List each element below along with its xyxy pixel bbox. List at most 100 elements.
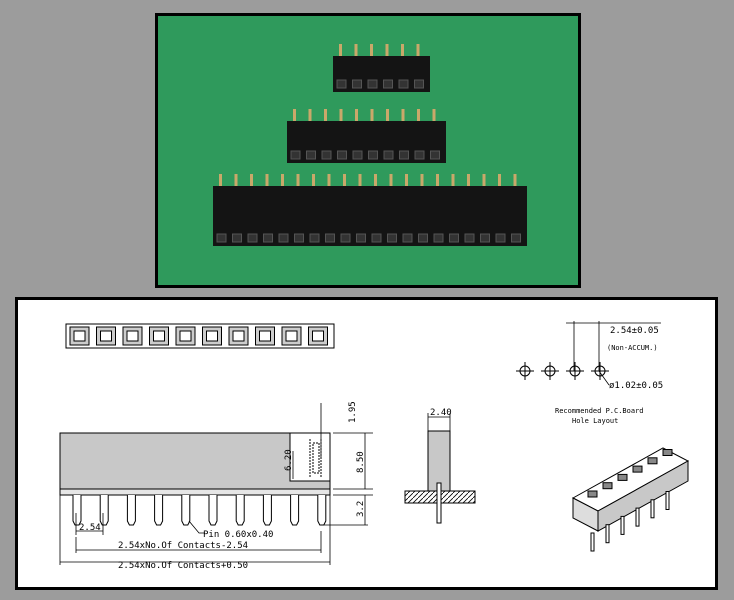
connector-socket <box>263 233 273 243</box>
connector-socket <box>306 150 316 160</box>
connector-pin <box>498 174 501 188</box>
connector-socket <box>433 233 444 243</box>
connector-pin <box>219 174 222 188</box>
connector-socket <box>402 233 413 243</box>
top-view-contact-hole <box>285 330 298 342</box>
connector-pin <box>416 44 420 58</box>
connector-socket <box>511 233 521 243</box>
connector-socket <box>294 233 304 243</box>
connector-socket <box>232 233 242 243</box>
connector-pin <box>389 174 393 188</box>
connector-body <box>333 56 430 92</box>
pcb-caption-1: Recommended P.C.Board <box>555 407 644 415</box>
connector-pin <box>451 174 455 188</box>
connector-socket <box>278 233 289 243</box>
connector-socket <box>430 150 440 160</box>
connector-socket <box>352 79 362 89</box>
connector-pin <box>343 174 346 188</box>
side-view-pin <box>235 495 245 526</box>
connector-socket <box>367 79 378 89</box>
side-view-pins <box>72 495 327 526</box>
connector-socket <box>325 233 335 243</box>
connector-pin <box>358 174 362 188</box>
side-view-pin <box>154 495 164 526</box>
top-view-contact-hole <box>259 330 271 342</box>
side-view-pin <box>99 495 109 526</box>
iso-socket <box>587 490 598 498</box>
connector-20-pin <box>213 174 527 246</box>
connector-socket <box>495 233 506 243</box>
drawing-canvas: 1.95 6.20 8.50 3.2 2.54 Pin 0.60x0.40 2.… <box>59 321 690 571</box>
connector-socket <box>414 79 424 89</box>
connector-socket <box>383 150 394 160</box>
iso-pin <box>665 491 670 510</box>
connector-pin <box>374 174 377 188</box>
connector-socket <box>387 233 397 243</box>
connector-pin <box>405 174 408 188</box>
connector-pin <box>467 174 470 188</box>
connector-socket <box>309 233 320 243</box>
top-view <box>65 323 335 349</box>
connector-pin <box>432 109 436 123</box>
pcb-hole-crosshair <box>591 362 609 380</box>
connector-pin <box>308 109 312 123</box>
top-view-contact-hole <box>312 330 324 342</box>
connector-socket <box>399 150 409 160</box>
connector-pin <box>234 174 238 188</box>
iso-pin <box>605 524 610 544</box>
connector-socket <box>449 233 459 243</box>
iso-pin <box>590 532 595 552</box>
pcb-caption-2: Hole Layout <box>572 417 618 425</box>
connector-pin <box>327 174 331 188</box>
dim-6-20: 6.20 <box>284 449 294 471</box>
connector-socket <box>398 79 409 89</box>
connector-body <box>213 186 527 246</box>
connector-pin <box>513 174 517 188</box>
iso-socket <box>662 449 673 456</box>
side-view-pin <box>262 495 272 526</box>
cross-section-pin <box>436 482 442 524</box>
connector-pin <box>293 109 296 123</box>
connector-socket <box>321 150 332 160</box>
dim-3-2: 3.2 <box>356 501 366 517</box>
connector-pin <box>312 174 315 188</box>
product-photo <box>155 13 581 288</box>
connector-pin <box>354 44 358 58</box>
top-view-contact-hole <box>179 330 192 342</box>
dim-pitch: 2.54 <box>79 523 101 533</box>
connector-socket <box>480 233 490 243</box>
dim-2-40: 2.40 <box>430 408 452 418</box>
connector-socket <box>418 233 428 243</box>
dim-8-50: 8.50 <box>356 451 366 473</box>
technical-drawing: 1.95 6.20 8.50 3.2 2.54 Pin 0.60x0.40 2.… <box>15 297 718 590</box>
iso-pin <box>620 515 625 535</box>
side-view-pin <box>181 495 191 526</box>
connector-pin <box>385 44 389 58</box>
connector-socket <box>371 233 382 243</box>
connector-socket <box>356 233 366 243</box>
connector-6-pin <box>333 44 430 92</box>
top-view-contact-hole <box>206 330 218 342</box>
iso-pin <box>635 507 640 527</box>
pin-size-label: Pin 0.60x0.40 <box>203 530 273 540</box>
connector-socket <box>368 150 378 160</box>
connector-socket <box>464 233 475 243</box>
connector-socket <box>340 233 351 243</box>
connector-socket <box>336 79 347 89</box>
connector-pin <box>296 174 300 188</box>
dim-span-plus: 2.54xNo.Of Contacts+0.50 <box>118 561 248 571</box>
connector-pin <box>386 109 389 123</box>
top-view-contact-hole <box>73 330 86 342</box>
connector-socket <box>247 233 258 243</box>
side-view-pin <box>72 495 82 526</box>
connector-pin <box>355 109 358 123</box>
pcb-hole-crosshair <box>566 362 584 380</box>
connector-pin <box>281 174 284 188</box>
connector-socket <box>414 150 425 160</box>
top-view-contact-hole <box>100 330 112 342</box>
connector-pin <box>420 174 424 188</box>
side-view-pin <box>208 495 218 526</box>
connector-socket <box>337 150 347 160</box>
iso-socket <box>647 457 658 465</box>
dim-2-40-line <box>427 413 451 431</box>
